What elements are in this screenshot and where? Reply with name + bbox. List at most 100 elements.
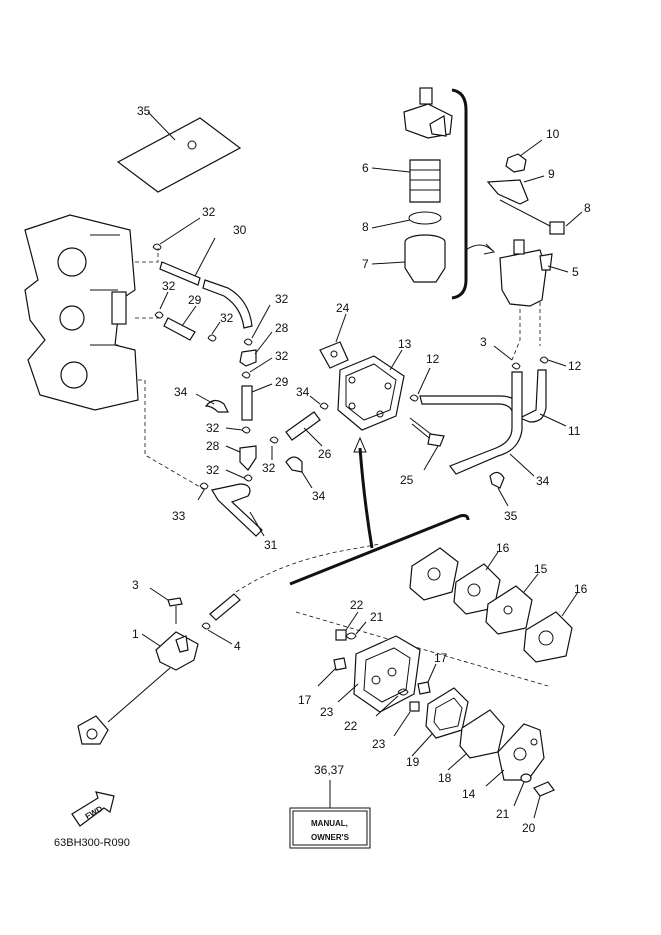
part-22-clip: 21 xyxy=(345,610,384,640)
part-3-fuel-hose: 4 xyxy=(201,593,241,653)
callout-17: 17 xyxy=(434,651,448,665)
part-7-o-ring: 8 xyxy=(362,211,442,234)
callout-2: 3 xyxy=(132,578,139,592)
callout-22: 22 xyxy=(344,719,358,733)
part-30-fuel-hose: 30 xyxy=(159,223,253,329)
part-32-clip: 32 xyxy=(152,205,216,251)
callout-16: 16 xyxy=(574,582,588,596)
part-1-fuel-connector: 1 xyxy=(132,627,199,671)
callout-24: 23 xyxy=(320,705,334,719)
part-28-joint: 28 xyxy=(206,439,257,471)
callout-1: 1 xyxy=(132,627,139,641)
part-22-clip: 22 xyxy=(344,688,409,733)
callout-14: 14 xyxy=(462,787,476,801)
callout-21: 21 xyxy=(496,807,510,821)
part-34-clamp: 35 xyxy=(489,471,518,523)
hose-route-line xyxy=(138,379,206,491)
part-27-hose: 26 xyxy=(285,411,332,461)
hose-route-line xyxy=(135,248,159,263)
part-32-clip: 32 xyxy=(241,349,289,379)
callout-27: 26 xyxy=(318,447,332,461)
callout-28: 28 xyxy=(275,321,289,335)
part-19-gasket: 19 xyxy=(406,687,469,769)
callout-11: 11 xyxy=(568,424,581,438)
hose-route-line xyxy=(235,543,381,593)
part-17-screw: 17 xyxy=(417,651,448,695)
part-34-clamp: 34 xyxy=(285,456,326,503)
part-21-washer: 21 xyxy=(496,773,532,821)
part-11-fuel-hose: 11 xyxy=(419,369,581,438)
callout-18: 18 xyxy=(438,771,452,785)
part-32-clip: 32 xyxy=(206,463,253,482)
part-8-bracket: 9 xyxy=(486,167,555,205)
callout-20: 20 xyxy=(522,821,536,835)
part-32-clip: 32 xyxy=(206,421,251,435)
callout-28: 28 xyxy=(206,439,220,453)
manual-text-1: MANUAL, xyxy=(311,819,348,828)
callout-32: 33 xyxy=(172,509,186,523)
callout-32: 32 xyxy=(262,461,276,475)
callout-26: 25 xyxy=(400,473,414,487)
callout-32: 32 xyxy=(220,311,234,325)
part-24-pump-body: 23 xyxy=(320,635,421,719)
callout-12: 12 xyxy=(426,352,440,366)
callout-34: 34 xyxy=(312,489,326,503)
part-33-fuel-hose: 34 xyxy=(449,371,550,488)
part-15-diaphragm: 15 xyxy=(485,562,548,635)
part-16-gasket xyxy=(409,547,459,601)
callout-32: 32 xyxy=(206,463,220,477)
callout-29: 29 xyxy=(275,375,289,389)
part-4-fuel-filter: 5 xyxy=(499,239,579,307)
callout-33: 34 xyxy=(536,474,550,488)
callout-7: 8 xyxy=(362,220,369,234)
callout-8: 9 xyxy=(548,167,555,181)
hose-route-line xyxy=(511,302,521,361)
callout-32: 32 xyxy=(162,279,176,293)
callout-36-37: 36,37 xyxy=(314,763,344,777)
part-36-37-owners-manual: 36,37 MANUAL, OWNER'S xyxy=(289,763,371,849)
part-34-clamp: 34 xyxy=(174,385,229,413)
exploded-view-line xyxy=(295,611,549,687)
part-3-clip: 3 xyxy=(480,335,521,370)
carburetor-assembly xyxy=(24,214,139,411)
callout-10: 10 xyxy=(546,127,560,141)
part-32-clip: 34 xyxy=(296,385,329,410)
callout-4: 5 xyxy=(572,265,579,279)
callout-9: 8 xyxy=(584,201,591,215)
part-13-fuel-pump: 13 xyxy=(337,337,412,431)
manual-text-2: OWNER'S xyxy=(311,833,350,842)
forward-direction-arrow: FWD xyxy=(71,791,115,827)
callout-32: 32 xyxy=(275,292,289,306)
part-32-clip: 32 xyxy=(207,311,234,342)
filter-housing-top xyxy=(403,87,453,139)
part-32-clip: 32 xyxy=(243,292,289,346)
callout-34: 34 xyxy=(174,385,188,399)
part-17-screw: 17 xyxy=(298,657,347,707)
callout-15: 15 xyxy=(534,562,548,576)
part-35-packing-sheet: 35 xyxy=(116,104,242,193)
bracket-divider xyxy=(451,88,496,300)
part-20-screw: 20 xyxy=(522,781,555,835)
leader-line xyxy=(107,667,171,723)
callout-25: 24 xyxy=(336,301,350,315)
callout-35: 35 xyxy=(137,104,151,118)
part-25-gasket: 24 xyxy=(319,301,350,369)
callout-32: 34 xyxy=(296,385,310,399)
part-12-clip: 12 xyxy=(409,352,440,402)
callout-31: 31 xyxy=(264,538,278,552)
callout-34: 35 xyxy=(504,509,518,523)
assembly-bracket xyxy=(289,436,470,586)
part-14-pump-cover: 14 xyxy=(462,723,545,801)
callout-16: 16 xyxy=(496,541,510,555)
part-32-clip: 32 xyxy=(262,436,279,475)
part-26-bolt: 25 xyxy=(400,417,445,487)
drawing-code: 63BH300-R090 xyxy=(54,837,130,849)
callout-13: 13 xyxy=(398,337,412,351)
part-29-hose: 29 xyxy=(241,375,289,421)
callout-32: 32 xyxy=(206,421,220,435)
callout-12: 12 xyxy=(568,359,582,373)
part-29-hose: 29 xyxy=(163,293,202,341)
callout-5: 6 xyxy=(362,161,369,175)
part-10-nut: 10 xyxy=(505,127,560,173)
